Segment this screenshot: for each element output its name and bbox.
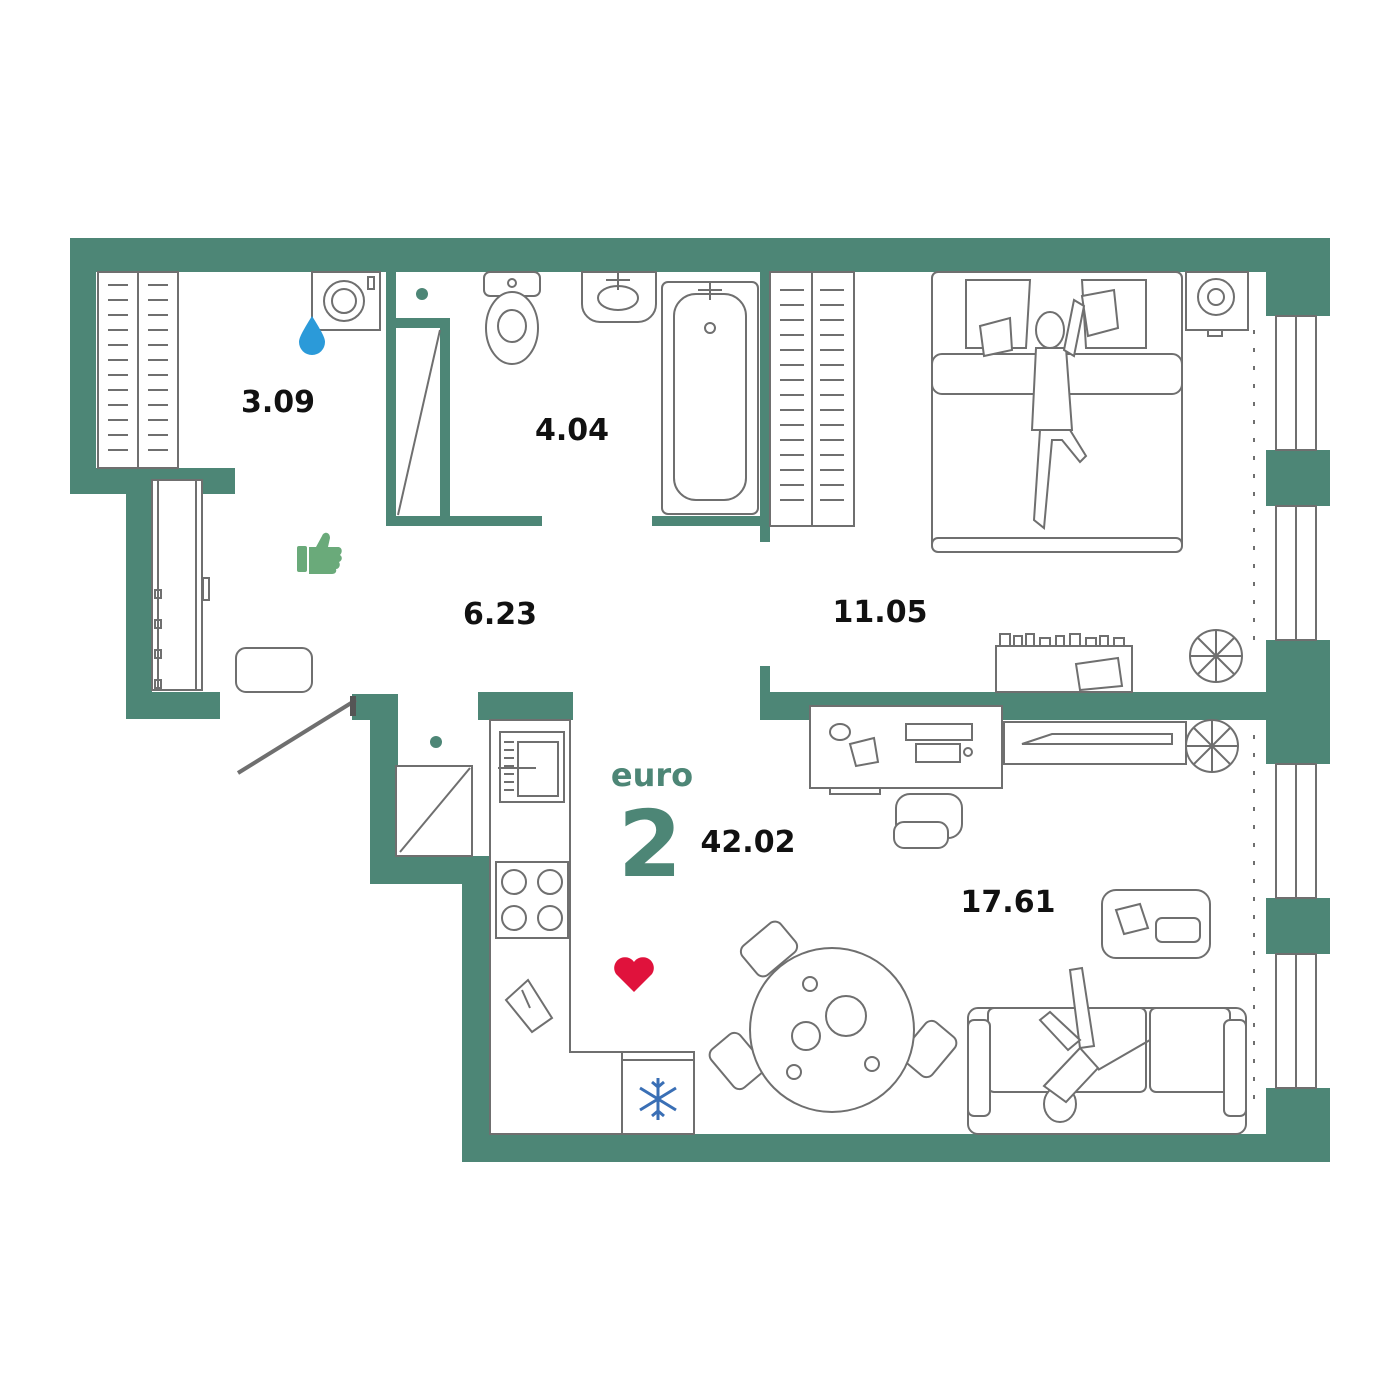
lounging-person bbox=[1038, 966, 1151, 1123]
cutting-board bbox=[504, 978, 554, 1034]
kitchen-sink bbox=[498, 731, 565, 803]
stove bbox=[495, 861, 569, 939]
radiator-left bbox=[97, 271, 179, 469]
total-area: 42.02 bbox=[701, 825, 796, 860]
apartment-type: euro bbox=[611, 756, 693, 794]
heart-icon bbox=[614, 957, 654, 992]
area-hallway: 6.23 bbox=[463, 597, 537, 632]
shower-bath-small bbox=[397, 288, 441, 516]
toilet bbox=[483, 271, 541, 365]
door-mat bbox=[235, 647, 313, 693]
wardrobe bbox=[151, 479, 210, 691]
bathtub bbox=[661, 281, 759, 515]
windows bbox=[1275, 315, 1317, 1089]
bookshelf bbox=[995, 633, 1133, 693]
sleeping-person bbox=[1030, 298, 1088, 530]
coffee-table bbox=[1101, 889, 1211, 959]
thumbs-up-icon bbox=[297, 532, 342, 574]
sofa bbox=[967, 1007, 1247, 1135]
area-laundry: 3.09 bbox=[241, 385, 315, 420]
snowflake-icon bbox=[639, 1078, 677, 1120]
desk bbox=[809, 705, 1003, 795]
plant-living bbox=[1185, 719, 1239, 773]
room-count: 2 bbox=[618, 791, 682, 898]
small-cabinet bbox=[395, 736, 473, 857]
bedroom-washer bbox=[1185, 271, 1249, 337]
area-kitchen-living: 17.61 bbox=[961, 885, 1056, 920]
water-drop-icon bbox=[299, 316, 325, 355]
walls bbox=[70, 238, 1330, 1162]
entrance-door[interactable] bbox=[236, 696, 358, 775]
tv-stand bbox=[1003, 721, 1187, 765]
office-chair bbox=[893, 793, 963, 849]
area-bedroom: 11.05 bbox=[833, 595, 928, 630]
washing-machine bbox=[311, 271, 381, 331]
radiator-bath bbox=[769, 271, 855, 527]
plant-bedroom bbox=[1189, 629, 1243, 683]
sink bbox=[581, 271, 657, 323]
dining-table bbox=[708, 920, 958, 1113]
area-bathroom: 4.04 bbox=[535, 413, 609, 448]
